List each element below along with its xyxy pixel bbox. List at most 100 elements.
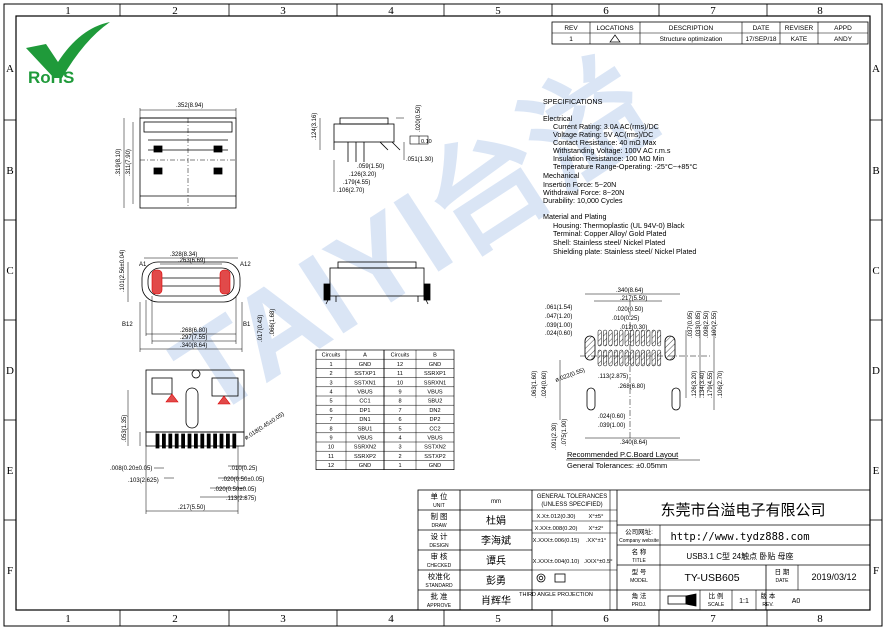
dim-053: .053(1.35) xyxy=(122,415,128,442)
pcb-pad-bottom xyxy=(651,349,656,367)
circuits-cell: DN2 xyxy=(429,408,440,414)
svg-text:PROJ.: PROJ. xyxy=(632,602,647,608)
pin-label-b12: B12 xyxy=(122,322,133,328)
pcb-dim-012: .012(0.30) xyxy=(620,325,647,331)
pcb-pad-bottom xyxy=(646,349,651,367)
spec-housing: Housing: Thermoplastic (UL 94V-0) Black xyxy=(553,221,685,230)
warning-triangle-icon-2 xyxy=(217,395,231,405)
circuits-cell: 4 xyxy=(398,436,401,442)
circuits-cell: 12 xyxy=(328,463,334,469)
svg-text:Structure optimization: Structure optimization xyxy=(660,36,723,43)
circuits-cell: 3 xyxy=(329,380,332,386)
svg-text:SCALE: SCALE xyxy=(708,602,725,608)
circuits-cell: VBUS xyxy=(357,390,373,396)
pcb-pad-top xyxy=(657,329,662,347)
specifications: SPECIFICATIONS Electrical Current Rating… xyxy=(543,97,697,256)
svg-text:CHECKED: CHECKED xyxy=(427,563,452,569)
pin xyxy=(193,433,198,449)
pcb-dim-039: .039(1.00) xyxy=(545,323,572,329)
svg-text:7: 7 xyxy=(710,613,716,625)
pcb-dim-022: ø.022(0.55) xyxy=(555,368,586,384)
svg-text:D: D xyxy=(6,365,14,377)
circuits-cell: 5 xyxy=(329,399,332,405)
svg-text:B: B xyxy=(6,165,13,177)
title-block xyxy=(417,489,871,611)
revision-value: A0 xyxy=(792,598,801,605)
spec-voltage: Voltage Rating: 5V AC(rms)/DC xyxy=(553,130,653,139)
svg-text:APPD: APPD xyxy=(834,25,852,32)
circuits-cell: 11 xyxy=(328,454,334,460)
svg-text:DATE: DATE xyxy=(776,578,790,584)
connector-face-view xyxy=(127,257,243,352)
svg-text:F: F xyxy=(873,565,879,577)
circuits-cell: SSTXP1 xyxy=(354,371,375,377)
svg-text:5: 5 xyxy=(495,613,501,625)
circuits-cell: GND xyxy=(359,463,371,469)
svg-text:F: F xyxy=(7,565,13,577)
pcb-pad-top xyxy=(608,329,613,347)
circuits-cell: 3 xyxy=(398,445,401,451)
svg-text:校准化: 校准化 xyxy=(428,571,451,581)
svg-text:E: E xyxy=(7,465,14,477)
circuits-cell: DP1 xyxy=(360,408,371,414)
pin xyxy=(187,433,192,449)
svg-text:17/SEP/18: 17/SEP/18 xyxy=(745,36,776,43)
dim-268: .268(6.80) xyxy=(180,328,207,334)
pin-row xyxy=(155,433,237,449)
pcb-pad-bottom xyxy=(613,349,618,367)
dim-126: .126(3.20) xyxy=(349,172,376,178)
circuits-cell: 9 xyxy=(398,390,401,396)
dim-340: .340(8.64) xyxy=(180,343,207,349)
pcb-dim-063: .063(1.60) xyxy=(532,371,538,398)
pcb-pads xyxy=(597,329,662,367)
spec-shell: Shell: Stainless steel/ Nickel Plated xyxy=(553,238,665,247)
model-number: TY-USB605 xyxy=(684,572,739,584)
circuits-cell: SSTXN1 xyxy=(354,380,376,386)
svg-text:A: A xyxy=(6,63,14,75)
company-name: 东莞市台溢电子有限公司 xyxy=(660,502,825,519)
circuits-cell: 7 xyxy=(398,408,401,414)
pcb-dim-340b: .340(8.64) xyxy=(620,440,647,446)
dim-width-352: .352(8.94) xyxy=(176,103,203,109)
circuits-cell: SBU2 xyxy=(428,399,443,405)
check-icon xyxy=(26,22,110,78)
circuits-cell: SSTXP2 xyxy=(424,454,445,460)
svg-text:X.X±.012(0.30): X.X±.012(0.30) xyxy=(537,514,576,520)
svg-text:版 本: 版 本 xyxy=(761,591,776,600)
pcb-dim-217: .217(5.50) xyxy=(620,296,647,302)
svg-text:6: 6 xyxy=(603,5,609,17)
svg-text:4: 4 xyxy=(388,5,394,17)
dim-106: .106(2.70) xyxy=(337,188,364,194)
circuits-cell: CC1 xyxy=(359,399,370,405)
pcb-caption: Recommended P.C.Board Layout xyxy=(567,450,679,459)
pcb-dim-020: .020(0.50) xyxy=(616,307,643,313)
pcb-pad-bottom xyxy=(624,349,629,367)
pcb-dim-039b: .039(1.00) xyxy=(598,423,625,429)
pcb-pad-top xyxy=(624,329,629,347)
designed-by: 李海斌 xyxy=(481,534,511,547)
pcb-pad-bottom xyxy=(640,349,645,367)
dim-179: .179(4.55) xyxy=(343,180,370,186)
circuits-cell: 12 xyxy=(397,362,403,368)
svg-text:1: 1 xyxy=(569,36,573,43)
svg-text:(UNLESS SPECIFIED): (UNLESS SPECIFIED) xyxy=(541,502,602,508)
circuits-cell: CC2 xyxy=(429,426,440,432)
grid-ticks xyxy=(4,4,882,626)
pcb-dim-126: .126(3.20) xyxy=(692,371,698,398)
svg-text:Company website: Company website xyxy=(619,538,659,544)
pcb-pad-top xyxy=(630,329,635,347)
pcb-dim-091: .091(2.30) xyxy=(552,423,558,450)
svg-text:2: 2 xyxy=(172,613,178,625)
svg-text:3: 3 xyxy=(280,5,286,17)
svg-text:UNIT: UNIT xyxy=(433,503,445,509)
spec-electrical: Electrical xyxy=(543,114,573,123)
spec-mechanical: Mechanical xyxy=(543,171,580,180)
svg-text:APPROVE: APPROVE xyxy=(427,603,452,609)
svg-text:X°±5°: X°±5° xyxy=(589,514,604,520)
circuits-cell: DP2 xyxy=(430,417,441,423)
circuits-cell: 2 xyxy=(329,371,332,377)
pcb-dim-037: .037(0.95) xyxy=(688,311,694,338)
rohs-label: RoHS xyxy=(28,68,74,87)
svg-text:TITLE: TITLE xyxy=(632,558,646,564)
